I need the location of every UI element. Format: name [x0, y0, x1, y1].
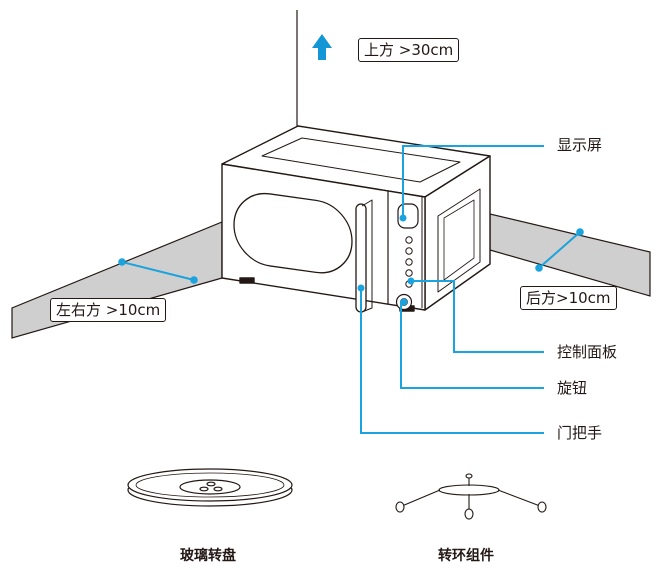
control-panel-label: 控制面板 — [557, 343, 618, 361]
back-clearance-label: 后方>10cm — [520, 286, 617, 310]
right-wall-strip — [489, 213, 651, 297]
side-clearance-label: 左右方 >10cm — [50, 298, 167, 322]
display-label: 显示屏 — [557, 136, 603, 154]
callout-lines — [357, 145, 544, 434]
door-handle-label: 门把手 — [557, 424, 603, 442]
knob-label: 旋钮 — [557, 379, 588, 397]
upward-arrow-icon — [312, 34, 332, 60]
microwave — [221, 125, 491, 313]
glass-turntable-caption: 玻璃转盘 — [180, 548, 236, 564]
top-clearance-label: 上方 >30cm — [358, 38, 460, 62]
turntable-assembly-caption: 转环组件 — [438, 548, 494, 564]
turntable-assembly-illustration — [395, 473, 547, 520]
glass-turntable-illustration — [127, 468, 293, 507]
clearance-markers — [118, 228, 584, 284]
